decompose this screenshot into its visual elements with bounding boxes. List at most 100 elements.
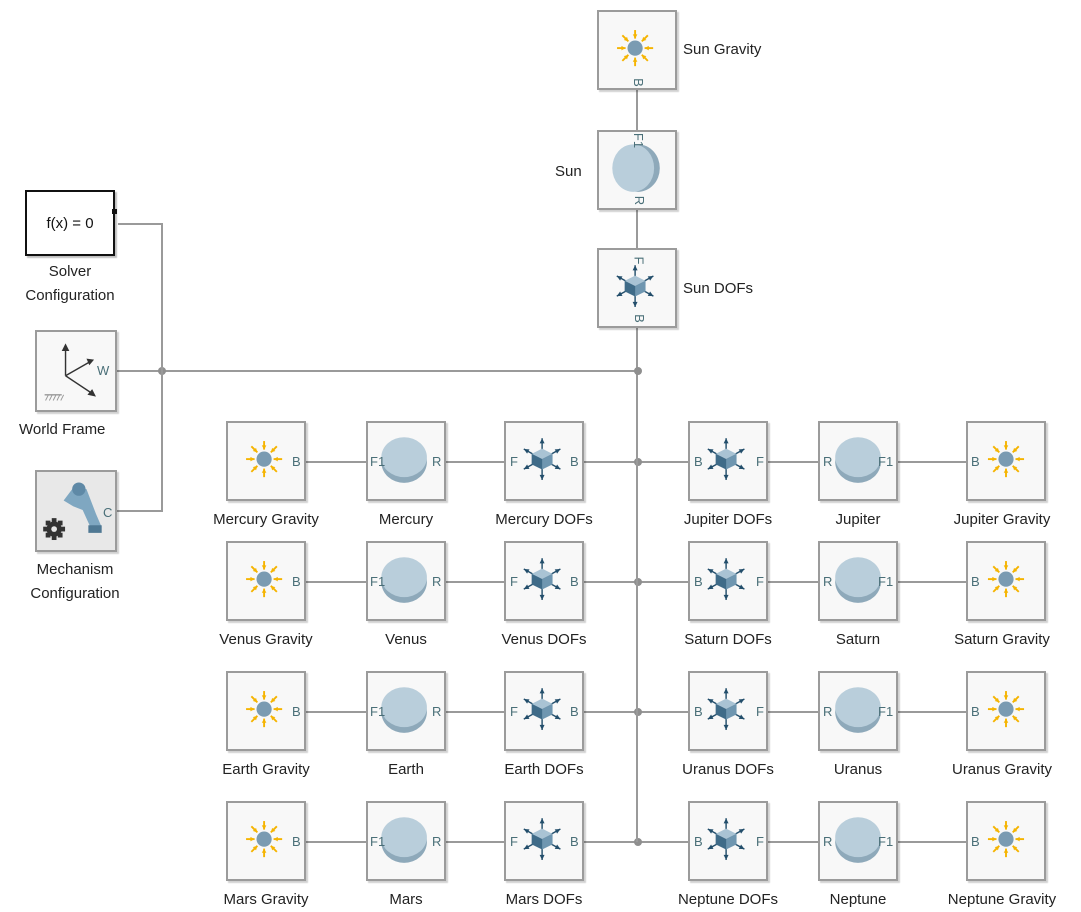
planet-dofs-label: Jupiter DOFs (683, 511, 773, 528)
planet-body-label: Mars (389, 891, 423, 908)
planet-gravity-block[interactable]: B (226, 671, 306, 751)
block-icon-canvas (835, 687, 881, 733)
planet-gravity-block[interactable]: B (966, 541, 1046, 621)
gravity-icon (246, 691, 283, 728)
port-label: F1 (878, 574, 894, 589)
planet-gravity-label: Mars Gravity (223, 891, 309, 908)
planet-body-label: Uranus (833, 761, 883, 778)
port-label: R (823, 834, 833, 849)
block-icon-canvas (835, 817, 881, 863)
port-label: F (756, 454, 764, 469)
world-frame-block[interactable]: W (35, 330, 117, 412)
solid-body-icon (381, 687, 427, 733)
solid-body-icon (835, 437, 881, 483)
six-dof-joint-icon (616, 265, 654, 307)
planet-gravity-block[interactable]: B (226, 541, 306, 621)
solver-port[interactable] (112, 209, 117, 214)
world-frame-icon (44, 343, 96, 401)
gravity-icon (987, 561, 1025, 598)
port-label: B (694, 574, 703, 589)
six-dof-joint-icon (523, 438, 561, 480)
block-icon-canvas (246, 441, 283, 478)
gravity-icon (246, 821, 283, 858)
block-icon-canvas (246, 821, 283, 858)
sun-gravity-block[interactable]: B (597, 10, 677, 90)
block-icon-canvas (707, 438, 745, 480)
planet-gravity-label: Jupiter Gravity (953, 511, 1051, 528)
six-dof-joint-icon (523, 558, 561, 600)
port-label: B (292, 704, 301, 719)
block-icon-canvas (987, 691, 1025, 728)
port-label: F (510, 454, 518, 469)
planet-gravity-label: Saturn Gravity (954, 631, 1050, 648)
block-icon-canvas (835, 437, 881, 483)
port-label: B (292, 454, 301, 469)
planet-gravity-label: Earth Gravity (222, 761, 310, 778)
solid-body-icon (835, 557, 881, 603)
planet-solid-block[interactable]: R F1 (818, 421, 898, 501)
gravity-icon (246, 441, 283, 478)
block-icon-canvas (987, 821, 1025, 858)
port-label: B (694, 834, 703, 849)
planet-body-label: Neptune (829, 891, 887, 908)
port-label: B (971, 704, 980, 719)
block-icon-canvas (617, 30, 654, 67)
port-label: B (971, 574, 980, 589)
planet-gravity-block[interactable]: B (966, 421, 1046, 501)
port-label: R (823, 454, 833, 469)
port-label: F (756, 704, 764, 719)
solid-body-icon (835, 817, 881, 863)
six-dof-joint-icon (707, 558, 745, 600)
planet-gravity-block[interactable]: B (966, 801, 1046, 881)
six-dof-joint-icon (707, 818, 745, 860)
solid-body-icon (381, 557, 427, 603)
port-label: F (510, 704, 518, 719)
port-label: B (971, 834, 980, 849)
planet-body-label: Mercury (378, 511, 434, 528)
world-frame-label: World Frame (19, 421, 106, 438)
port-label: R (823, 704, 833, 719)
block-icon-canvas (381, 437, 427, 483)
solid-body-icon (835, 687, 881, 733)
six-dof-joint-icon (523, 688, 561, 730)
sun-body-label: Sun (555, 163, 582, 180)
port-label: R (432, 454, 442, 469)
port-label: B (570, 704, 579, 719)
planet-gravity-block[interactable]: B (966, 671, 1046, 751)
mechanism-connection[interactable] (117, 371, 163, 512)
block-icon-canvas (987, 561, 1025, 598)
solid-body-icon (612, 144, 660, 192)
six-dof-joint-icon (707, 688, 745, 730)
planet-body-label: Venus (385, 631, 427, 648)
planet-dofs-label: Venus DOFs (501, 631, 587, 648)
block-icon-canvas (707, 818, 745, 860)
mechanism-configuration-block[interactable]: C (35, 470, 117, 552)
planet-gravity-block[interactable]: B (226, 421, 306, 501)
solver-connection[interactable] (118, 223, 163, 371)
planet-body-label: Earth (388, 761, 424, 778)
port-label: F1 (878, 454, 894, 469)
solver-configuration-block[interactable]: f(x) = 0 (25, 190, 117, 256)
port-label: F (631, 256, 647, 265)
planet-gravity-block[interactable]: B (226, 801, 306, 881)
port-label: B (630, 78, 646, 87)
port-label: B (570, 454, 579, 469)
